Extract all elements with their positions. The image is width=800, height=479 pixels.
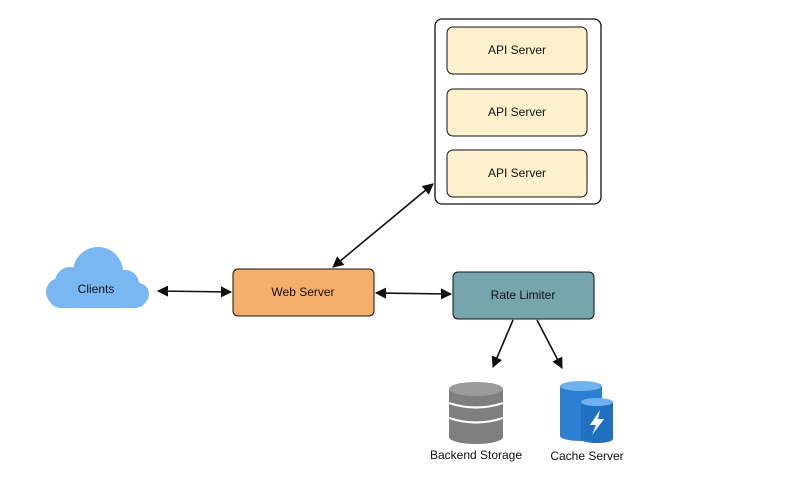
api-server-label: API Server bbox=[488, 105, 546, 119]
rate-limiter-box bbox=[452, 271, 595, 320]
api-server-node[interactable]: API Server bbox=[446, 149, 588, 198]
cache-server-node[interactable]: Cache Server bbox=[550, 381, 624, 463]
arrow-web-server-rate-limiter bbox=[374, 287, 453, 300]
arrow-web-server-api-cluster bbox=[332, 183, 434, 268]
arrow-rate-limiter-cache-server bbox=[536, 319, 563, 369]
web-server-box bbox=[232, 268, 375, 317]
rate-limiter-label: Rate Limiter bbox=[491, 288, 556, 302]
api-server-node[interactable]: API Server bbox=[446, 26, 588, 75]
api-server-label: API Server bbox=[488, 166, 546, 180]
rate-limiter-node[interactable]: Rate Limiter bbox=[452, 271, 595, 320]
web-server-label: Web Server bbox=[271, 285, 334, 299]
api-server-box bbox=[446, 26, 588, 75]
cache-icon bbox=[560, 381, 613, 443]
clients-label: Clients bbox=[78, 282, 115, 296]
cloud-icon bbox=[46, 247, 149, 308]
clients-node[interactable]: Clients bbox=[46, 247, 149, 308]
arrow-clients-web-server bbox=[156, 285, 233, 298]
api-server-cluster: API Server API Server API Server bbox=[434, 18, 602, 205]
database-icon bbox=[448, 382, 504, 444]
api-server-box bbox=[446, 88, 588, 137]
api-server-box bbox=[446, 149, 588, 198]
api-server-node[interactable]: API Server bbox=[446, 88, 588, 137]
backend-storage-node[interactable]: Backend Storage bbox=[430, 382, 522, 462]
cache-server-label: Cache Server bbox=[550, 449, 623, 463]
web-server-node[interactable]: Web Server bbox=[232, 268, 375, 317]
api-server-label: API Server bbox=[488, 43, 546, 57]
backend-storage-label: Backend Storage bbox=[430, 448, 522, 462]
lightning-icon bbox=[590, 410, 604, 435]
arrow-rate-limiter-backend-storage bbox=[491, 319, 514, 369]
